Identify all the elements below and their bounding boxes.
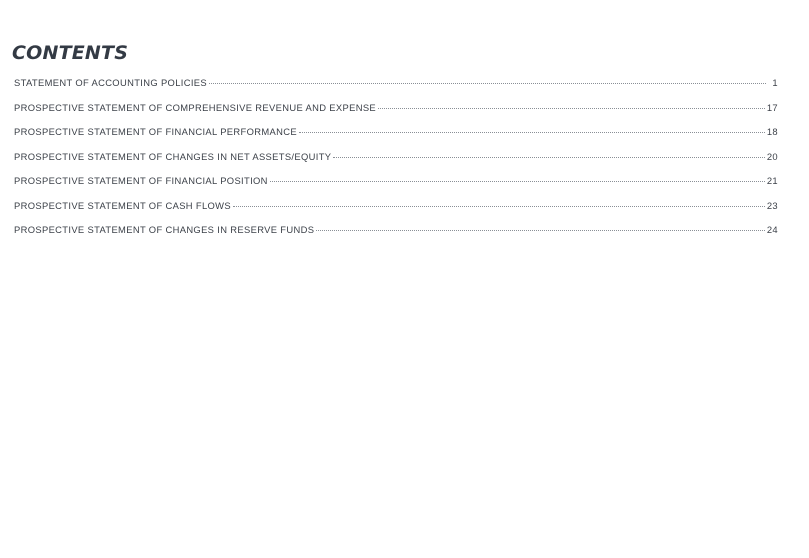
dot-leader (209, 83, 766, 84)
dot-leader (269, 181, 765, 182)
toc-entry-page-number: 20 (766, 150, 778, 162)
toc-entry-label: PROSPECTIVE STATEMENT OF CHANGES IN NET … (14, 150, 332, 162)
toc-entry-label: PROSPECTIVE STATEMENT OF COMPREHENSIVE R… (14, 101, 377, 113)
toc-entry[interactable]: PROSPECTIVE STATEMENT OF CASH FLOWS 23 (14, 200, 778, 225)
toc-entry[interactable]: PROSPECTIVE STATEMENT OF COMPREHENSIVE R… (14, 102, 778, 127)
toc-entry-page-number: 24 (766, 224, 778, 235)
toc-entry-label: PROSPECTIVE STATEMENT OF CASH FLOWS (14, 199, 231, 211)
toc-entry-page-number: 23 (766, 199, 778, 211)
dot-leader (316, 230, 765, 231)
dot-leader (378, 107, 765, 109)
toc-entry[interactable]: PROSPECTIVE STATEMENT OF CHANGES IN RESE… (14, 224, 778, 249)
table-of-contents: STATEMENT OF ACCOUNTING POLICIES 1 PROSP… (14, 77, 778, 249)
toc-entry[interactable]: PROSPECTIVE STATEMENT OF FINANCIAL PERFO… (14, 126, 778, 151)
toc-entry-page-number: 17 (766, 101, 778, 113)
toc-entry-label: PROSPECTIVE STATEMENT OF FINANCIAL PERFO… (14, 126, 297, 137)
toc-entry-page-number: 21 (766, 175, 778, 186)
toc-entry-label: STATEMENT OF ACCOUNTING POLICIES (14, 77, 207, 88)
dot-leader (232, 205, 765, 207)
toc-entry-label: PROSPECTIVE STATEMENT OF CHANGES IN RESE… (14, 224, 315, 235)
toc-entry[interactable]: STATEMENT OF ACCOUNTING POLICIES 1 (14, 77, 778, 102)
page-title: CONTENTS (12, 42, 129, 64)
toc-entry-page-number: 18 (766, 126, 778, 137)
toc-entry-label: PROSPECTIVE STATEMENT OF FINANCIAL POSIT… (14, 175, 268, 186)
toc-entry-page-number: 1 (772, 77, 778, 88)
dot-leader (298, 132, 765, 133)
dot-leader (333, 156, 765, 158)
toc-entry[interactable]: PROSPECTIVE STATEMENT OF CHANGES IN NET … (14, 151, 778, 176)
toc-entry[interactable]: PROSPECTIVE STATEMENT OF FINANCIAL POSIT… (14, 175, 778, 200)
